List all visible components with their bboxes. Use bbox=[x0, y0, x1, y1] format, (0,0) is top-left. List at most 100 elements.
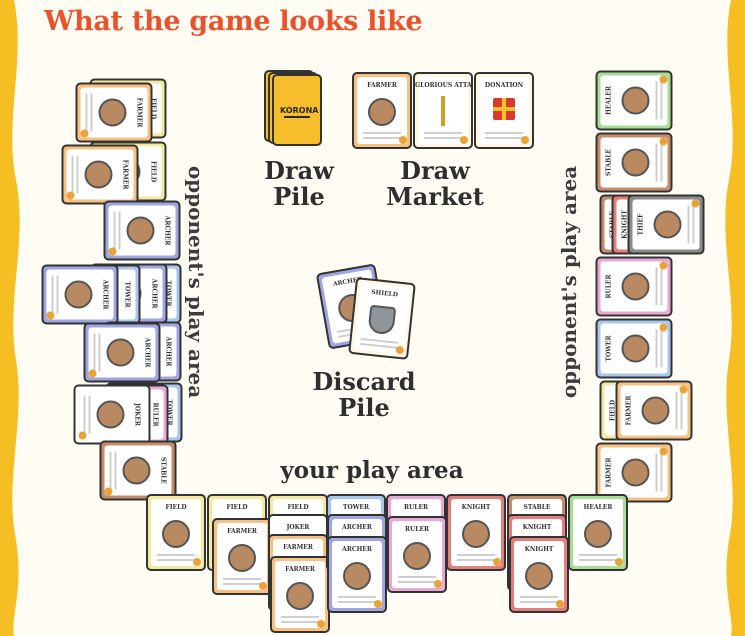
card-name: RULER bbox=[404, 504, 428, 511]
card-text-line bbox=[51, 275, 54, 314]
cost-badge bbox=[317, 620, 325, 628]
portrait-icon bbox=[621, 148, 650, 177]
thief-card[interactable]: THIEF bbox=[627, 194, 705, 255]
portrait-icon bbox=[122, 456, 151, 485]
cost-badge bbox=[104, 487, 113, 496]
card-text-line bbox=[457, 559, 495, 561]
cost-badge bbox=[659, 75, 668, 84]
ruler-card[interactable]: RULER bbox=[387, 516, 447, 593]
card-name: FARMER bbox=[285, 566, 315, 573]
discard-pile-label-line2: Pile bbox=[338, 393, 390, 422]
card-text-line bbox=[83, 395, 86, 434]
knight-card[interactable]: KNIGHT bbox=[446, 494, 506, 571]
card-name: KNIGHT bbox=[524, 546, 554, 553]
card-name: GLORIOUS ATTACK bbox=[415, 82, 472, 89]
card-text-line bbox=[98, 333, 101, 372]
card-name: ARCHER bbox=[164, 336, 172, 367]
cost-badge bbox=[88, 369, 97, 378]
card-text-line bbox=[520, 596, 558, 598]
card-name: STABLE bbox=[605, 149, 613, 176]
card-name: TOWER bbox=[343, 504, 369, 511]
card-text-line bbox=[655, 453, 658, 492]
field-card[interactable]: FIELD bbox=[146, 494, 206, 571]
card-text-line bbox=[687, 205, 690, 244]
left-wave-border bbox=[0, 0, 20, 636]
farmer-card[interactable]: FARMER bbox=[615, 380, 693, 441]
sword-icon bbox=[441, 96, 445, 126]
healer-card[interactable]: HEALER bbox=[568, 494, 628, 571]
card-name: JOKER bbox=[133, 403, 141, 426]
stable-card[interactable]: STABLE bbox=[99, 440, 177, 501]
cost-badge bbox=[193, 558, 201, 566]
cost-badge bbox=[691, 199, 700, 208]
stable-card[interactable]: STABLE bbox=[595, 132, 673, 193]
farmer-card[interactable]: FARMER bbox=[352, 72, 412, 149]
discard-pile-label-line1: Discard bbox=[312, 367, 416, 396]
draw-pile-label-line2: Pile bbox=[273, 182, 325, 211]
archer-card[interactable]: ARCHER bbox=[327, 536, 387, 613]
card-text-line bbox=[363, 137, 401, 139]
card-name: FARMER bbox=[625, 395, 633, 426]
card-name: FARMER bbox=[121, 159, 129, 190]
card-text-line bbox=[85, 93, 88, 132]
card-back[interactable]: KORONA bbox=[272, 74, 322, 146]
card-name: TOWER bbox=[605, 335, 613, 362]
portrait-icon bbox=[162, 520, 190, 548]
card-text-line bbox=[90, 93, 93, 132]
card-text-line bbox=[655, 81, 658, 120]
cost-badge bbox=[493, 558, 501, 566]
cost-badge bbox=[434, 580, 442, 588]
cost-badge bbox=[78, 431, 87, 440]
card-text-line bbox=[109, 451, 112, 490]
card-text-line bbox=[281, 621, 319, 623]
cost-badge bbox=[399, 136, 407, 144]
card-text-line bbox=[118, 211, 121, 250]
logo-underline bbox=[284, 116, 310, 118]
card-name: HEALER bbox=[605, 86, 613, 115]
farmer-card[interactable]: FARMER bbox=[270, 556, 330, 633]
knight-card[interactable]: KNIGHT bbox=[509, 536, 569, 613]
draw-market-label: Draw Market bbox=[378, 158, 492, 210]
portrait-icon bbox=[462, 520, 490, 548]
portrait-icon bbox=[525, 562, 553, 590]
card-name: KNIGHT bbox=[461, 504, 491, 511]
card-text-line bbox=[579, 554, 617, 556]
archer-card[interactable]: ARCHER bbox=[83, 322, 161, 383]
draw-pile-label: Draw Pile bbox=[256, 158, 342, 210]
korona-logo: KORONA bbox=[280, 106, 319, 115]
glorious-attack-card[interactable]: GLORIOUS ATTACK bbox=[413, 72, 473, 149]
ruler-card[interactable]: RULER bbox=[595, 256, 673, 317]
cost-badge bbox=[460, 136, 468, 144]
card-text-line bbox=[363, 132, 401, 134]
card-name: DONATION bbox=[484, 82, 524, 89]
card-text-line bbox=[579, 559, 617, 561]
card-text-line bbox=[71, 155, 74, 194]
archer-card[interactable]: ARCHER bbox=[103, 200, 181, 261]
healer-card[interactable]: HEALER bbox=[595, 70, 673, 131]
archer-card[interactable]: ARCHER bbox=[41, 264, 119, 325]
card-text-line bbox=[114, 451, 117, 490]
donation-card[interactable]: DONATION bbox=[474, 72, 534, 149]
card-name: ARCHER bbox=[143, 337, 151, 368]
card-name: HEALER bbox=[583, 504, 613, 511]
shield-card[interactable]: SHIELD bbox=[348, 277, 416, 360]
card-text-line bbox=[157, 559, 195, 561]
joker-card[interactable]: JOKER bbox=[73, 384, 151, 445]
card-text-line bbox=[424, 137, 462, 139]
card-name: FARMER bbox=[367, 82, 397, 89]
farmer-card[interactable]: FARMER bbox=[61, 144, 139, 205]
card-name: ARCHER bbox=[342, 524, 372, 531]
portrait-icon bbox=[403, 542, 431, 570]
card-text-line bbox=[660, 143, 663, 182]
card-text-line bbox=[692, 205, 695, 244]
farmer-card[interactable]: FARMER bbox=[75, 82, 153, 143]
portrait-icon bbox=[286, 582, 314, 610]
farmer-card[interactable]: FARMER bbox=[212, 518, 272, 595]
discard-pile-label: Discard Pile bbox=[308, 369, 420, 421]
tower-card[interactable]: TOWER bbox=[595, 318, 673, 379]
cost-badge bbox=[46, 311, 55, 320]
card-text-line bbox=[76, 155, 79, 194]
portrait-icon bbox=[126, 216, 155, 245]
draw-pile-label-line1: Draw bbox=[264, 156, 334, 185]
card-text-line bbox=[457, 554, 495, 556]
